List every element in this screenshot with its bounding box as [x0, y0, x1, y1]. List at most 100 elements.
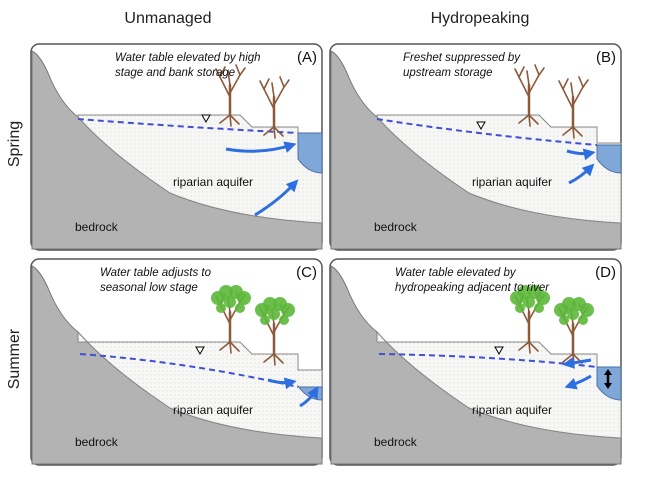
tree-branch — [229, 114, 240, 125]
panel-c: Water table adjusts to seasonal low stag… — [30, 258, 323, 466]
panel-a-caption-line-2: stage and bank storage — [115, 67, 236, 79]
tree-branch — [215, 68, 221, 78]
panel-c-aquifer-label: riparian aquifer — [173, 403, 254, 417]
panel-d: Water table elevated by hydropeaking adj… — [329, 258, 622, 466]
tree-1 — [510, 285, 550, 354]
tree-leaf — [281, 303, 295, 317]
tree-branch — [263, 78, 270, 90]
panel-b-aquifer-label: riparian aquifer — [472, 175, 553, 189]
tree-branch — [263, 353, 275, 363]
flow-arrow-1 — [562, 356, 592, 369]
flow-arrow-1 — [566, 148, 596, 161]
stage-arrow-up-head — [604, 369, 612, 375]
tree-branch — [514, 68, 520, 78]
tree-branch — [538, 67, 545, 76]
tree-branch — [518, 341, 530, 351]
panel-b-bedrock-label: bedrock — [374, 220, 417, 234]
tree-leaf — [567, 308, 579, 320]
stage-arrow-down-head — [604, 383, 612, 389]
tree-branch — [528, 341, 539, 352]
flow-arrow-1 — [267, 377, 297, 390]
tree-branch — [534, 64, 540, 76]
water-table-symbol — [494, 346, 504, 356]
tree-branch — [229, 74, 241, 94]
tree-branch — [518, 76, 530, 98]
tree-2 — [259, 76, 290, 139]
tree-branch — [279, 76, 285, 88]
panel-d-bedrock-label: bedrock — [374, 435, 417, 449]
tree-branch — [239, 67, 246, 76]
tree-branch — [219, 66, 226, 78]
panel-c-bedrock-label: bedrock — [75, 435, 118, 449]
tree-leaf — [216, 303, 226, 313]
flow-arrow-2 — [568, 163, 595, 185]
tree-branch — [263, 88, 275, 110]
tree-branch — [572, 126, 583, 137]
tree-branch — [273, 353, 284, 364]
tree-leaf — [559, 315, 569, 325]
tree-branch — [229, 341, 232, 354]
tree-branch — [570, 82, 574, 98]
tree-leaf — [260, 315, 270, 325]
tree-branch — [528, 74, 540, 94]
tree-branch — [528, 114, 531, 127]
water-table-symbol — [195, 346, 205, 356]
tree-branch — [229, 114, 232, 127]
panel-d-aquifer-label: riparian aquifer — [472, 403, 553, 417]
panel-a-drawing — [30, 43, 323, 251]
tree-branch — [528, 341, 531, 354]
tree-branch — [283, 79, 290, 88]
panel-b-caption-line-2: upstream storage — [403, 67, 493, 79]
panel-d-drawing — [329, 258, 622, 466]
panel-b-caption-line-1: Freshet suppressed by — [403, 52, 520, 64]
tree-leaf — [580, 303, 594, 317]
panel-a-caption: Water table elevated by high stage and b… — [115, 51, 261, 81]
tree-branch — [518, 114, 530, 124]
tree-2 — [255, 297, 295, 366]
tree-branch — [273, 86, 285, 106]
tree-leaf — [523, 296, 535, 308]
tree-branch — [578, 76, 584, 88]
tree-branch — [518, 66, 525, 78]
flow-arrow-2 — [254, 179, 299, 217]
tree-branch — [562, 88, 574, 110]
tree-leaf — [518, 285, 532, 299]
tree-branch — [229, 341, 240, 352]
tree-branch — [572, 126, 575, 139]
panel-c-drawing — [30, 258, 323, 466]
panel-a-letter: (A) — [297, 49, 317, 66]
tree-branch — [273, 126, 276, 139]
tree-leaf — [263, 297, 277, 311]
row-header-spring: Spring — [6, 120, 23, 168]
tree-branch — [273, 126, 284, 137]
tree-2 — [554, 297, 594, 366]
tree-branch — [273, 353, 276, 366]
flow-arrow-2 — [299, 385, 319, 408]
tree-branch — [558, 80, 564, 90]
panel-a: Water table elevated by high stage and b… — [30, 43, 323, 251]
tree-branch — [235, 64, 241, 76]
tree-leaf — [536, 291, 550, 305]
tree-leaf — [237, 291, 251, 305]
water-table-line — [376, 118, 598, 146]
tree-leaf — [268, 308, 280, 320]
tree-leaf — [534, 303, 544, 313]
river-water — [596, 144, 622, 174]
tree-branch — [271, 82, 275, 98]
tree-branch — [219, 76, 231, 98]
tree-1 — [514, 64, 545, 127]
panel-a-caption-line-1: Water table elevated by high — [115, 52, 261, 64]
flow-arrow-2 — [564, 374, 592, 390]
river-water — [297, 132, 323, 174]
tree-leaf — [224, 296, 236, 308]
panel-c-caption-line-1: Water table adjusts to — [100, 267, 212, 279]
panel-c-letter: (C) — [296, 264, 317, 281]
tree-branch — [582, 79, 589, 88]
tree-leaf — [562, 297, 576, 311]
tree-branch — [528, 114, 539, 125]
tree-branch — [562, 78, 569, 90]
panel-d-letter: (D) — [595, 264, 616, 281]
tree-leaf — [578, 315, 588, 325]
riparian-aquifer-layer — [77, 114, 323, 224]
